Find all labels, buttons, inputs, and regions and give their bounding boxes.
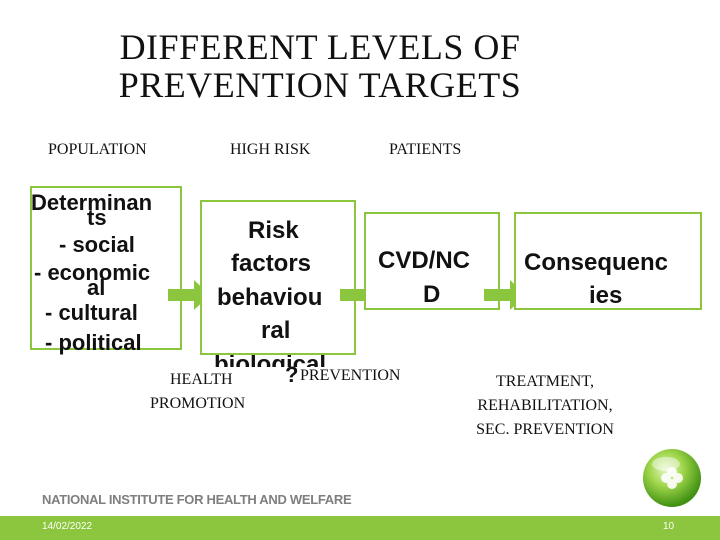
determinants-social: - social xyxy=(59,232,135,257)
institute-name: NATIONAL INSTITUTE FOR HEALTH AND WELFAR… xyxy=(42,492,352,507)
slide-title: DIFFERENT LEVELS OF PREVENTION TARGETS xyxy=(60,28,580,104)
page-number: 10 xyxy=(663,521,675,532)
cvd-ncd-title-cont: D xyxy=(423,281,441,308)
title-line-2: PREVENTION TARGETS xyxy=(118,65,522,105)
consequences-title-cont: ies xyxy=(589,282,623,309)
risk-biological: biological xyxy=(214,355,326,367)
title-line-1: DIFFERENT LEVELS OF xyxy=(119,27,521,67)
treatment-label-line-1: TREATMENT, xyxy=(496,373,594,390)
column-label-patients: PATIENTS xyxy=(389,141,462,158)
health-label-line-2: PROMOTION xyxy=(150,395,246,412)
prevention-label: PREVENTION xyxy=(300,367,401,384)
treatment-label-line-2: REHABILITATION, xyxy=(477,397,613,414)
column-label-high-risk: HIGH RISK xyxy=(230,141,311,158)
column-label-population: POPULATION xyxy=(48,141,147,158)
arrow-right-icon xyxy=(168,280,210,310)
determinants-cultural: - cultural xyxy=(45,300,138,325)
risk-behavioural-cont: ral xyxy=(261,317,291,344)
risk-factors-title: Risk xyxy=(248,217,299,244)
determinants-box xyxy=(30,186,182,350)
cvd-ncd-title: CVD/NC xyxy=(378,247,471,274)
footer-bar xyxy=(0,516,720,540)
clover-ball-icon xyxy=(643,449,701,507)
treatment-label: TREATMENT, REHABILITATION, SEC. PREVENTI… xyxy=(440,370,650,442)
footer-date: 14/02/2022 xyxy=(42,521,93,532)
determinants-title-cont: ts xyxy=(87,205,107,230)
consequences-box xyxy=(514,212,702,310)
question-mark: ? xyxy=(285,362,299,387)
determinants-title: Determinan xyxy=(31,190,153,215)
consequences-title: Consequenc xyxy=(524,249,669,276)
risk-behavioural: behaviou xyxy=(217,284,323,311)
risk-biological-clip: biological xyxy=(200,355,370,367)
determinants-political: - political xyxy=(45,330,142,355)
health-label-line-1: HEALTH xyxy=(170,371,233,388)
treatment-label-line-3: SEC. PREVENTION xyxy=(476,421,614,438)
determinants-economic-cont: al xyxy=(87,275,106,300)
determinants-economic: - economic xyxy=(34,260,151,285)
risk-factors-title-cont: factors xyxy=(231,250,312,277)
cvd-ncd-box xyxy=(364,212,500,310)
risk-factors-box xyxy=(200,200,356,355)
health-promotion-label: HEALTH PROMOTION xyxy=(150,368,290,416)
